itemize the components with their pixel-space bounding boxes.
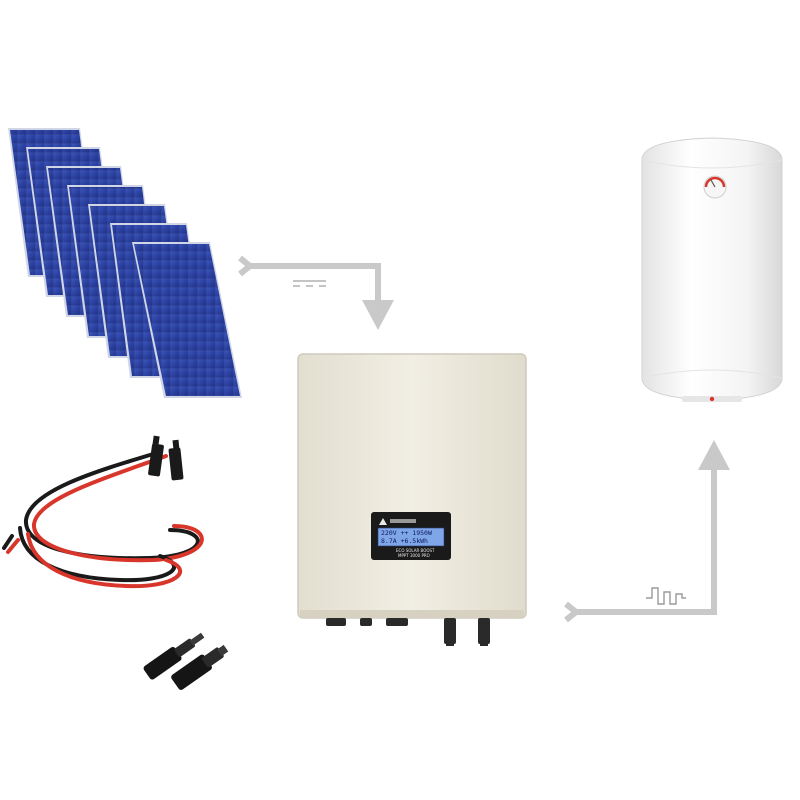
dc-flow-arrow xyxy=(238,255,394,330)
mc4-connector-pair-bottom xyxy=(143,632,229,690)
lcd-line-1: 220V ++ 1950W xyxy=(381,529,432,537)
inverter-display: 220V ++ 1950W 8.7A +6.5kWh ECO SOLAR BOO… xyxy=(371,512,451,560)
solar-panel xyxy=(132,242,242,398)
solar-cable-set xyxy=(2,450,204,589)
inverter-unit: 220V ++ 1950W 8.7A +6.5kWh ECO SOLAR BOO… xyxy=(297,353,527,646)
mc4-connector-pair-top xyxy=(148,435,184,481)
pwm-wave-icon xyxy=(646,587,686,605)
indicator-light-icon xyxy=(709,396,715,402)
thermometer-dial-icon xyxy=(703,175,727,199)
dc-current-icon xyxy=(293,280,326,287)
bezel-caption-1: ECO SOLAR BOOST xyxy=(396,548,435,553)
solar-panel-stack xyxy=(8,128,242,398)
water-heater xyxy=(641,137,783,402)
brand-logo-icon xyxy=(379,518,387,525)
ac-flow-arrow xyxy=(564,440,730,623)
lcd-line-2: 8.7A +6.5kWh xyxy=(381,537,428,545)
inverter-connectors xyxy=(326,618,490,646)
bezel-caption-2: MPPT 3000 PRO xyxy=(398,553,430,558)
